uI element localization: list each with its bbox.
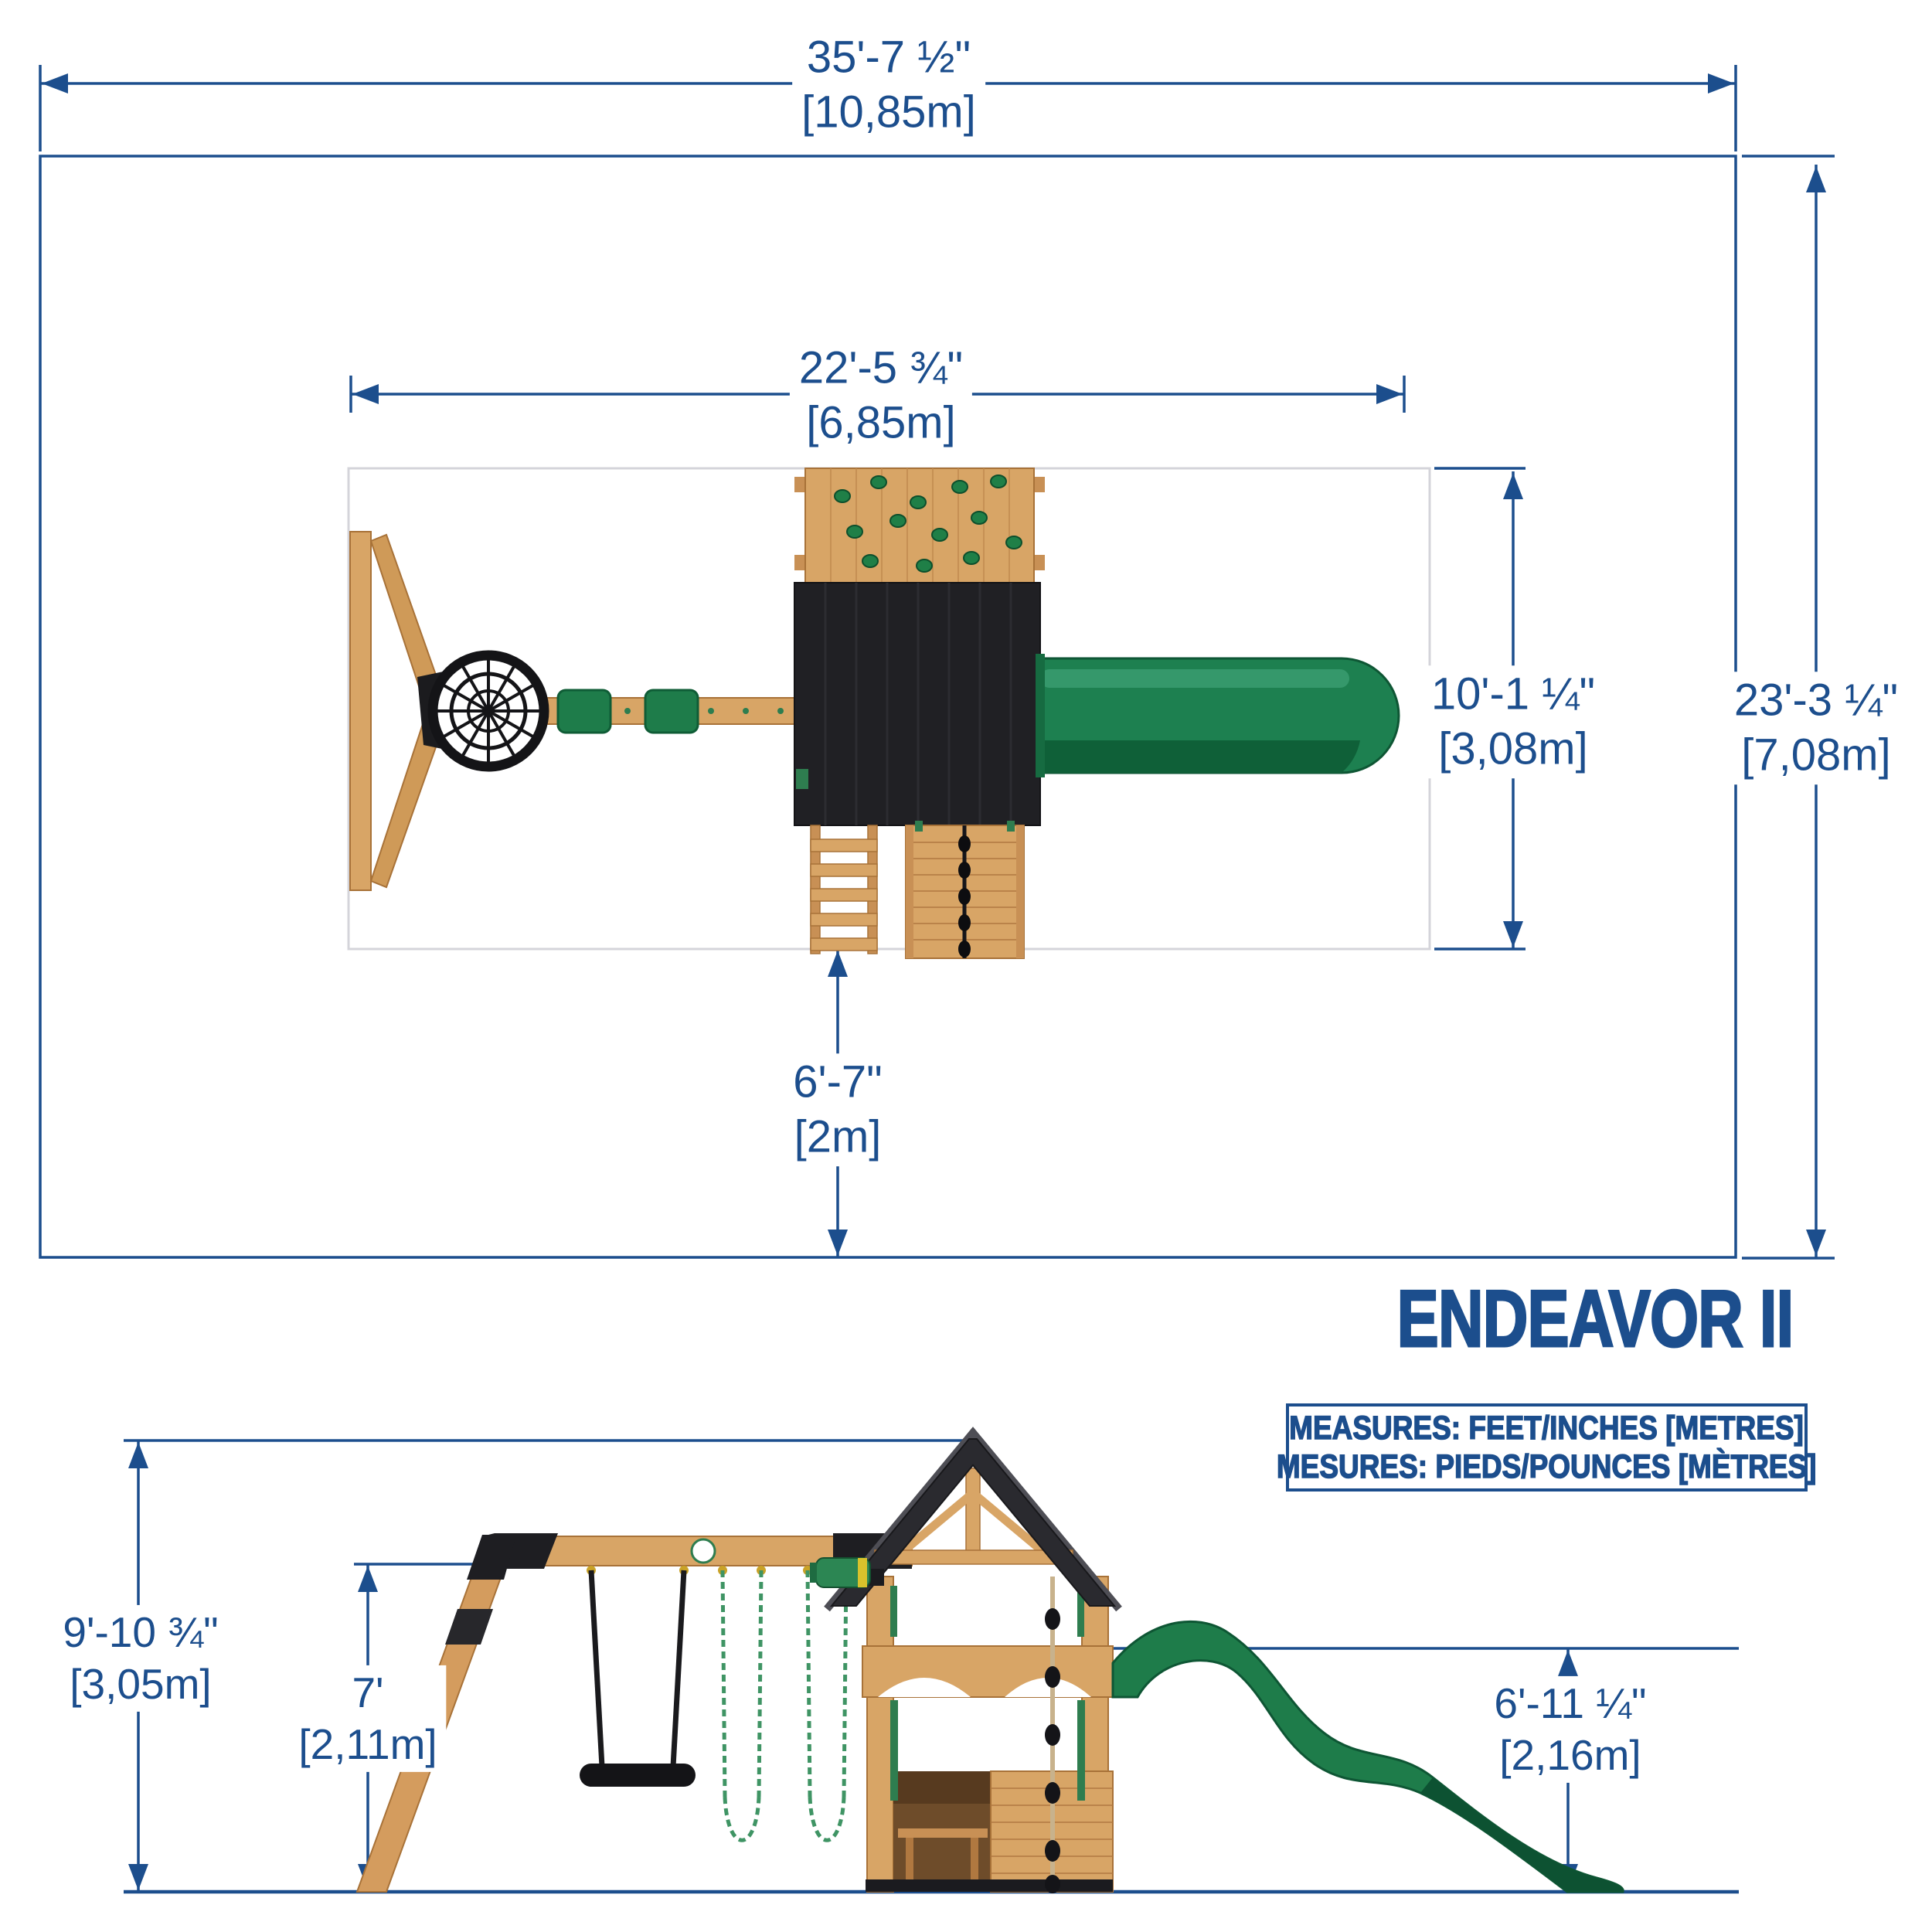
dim-overall-height-imperial: 9'-10 ¾" bbox=[63, 1607, 219, 1656]
arrow-right-icon bbox=[1708, 73, 1734, 94]
dim-deck-height-metric: [2,16m] bbox=[1499, 1731, 1641, 1779]
wall-tab bbox=[794, 477, 805, 492]
green-rail bbox=[890, 1586, 897, 1637]
dim-set-width: 22'-5 ¾" [6,85m] bbox=[789, 339, 973, 452]
brand-badge bbox=[690, 1538, 716, 1564]
bench-leg bbox=[906, 1838, 913, 1886]
dim-clearance: 6'-7" [2m] bbox=[784, 1053, 892, 1166]
leg-band bbox=[445, 1609, 493, 1645]
arrow-right-icon bbox=[1376, 384, 1403, 404]
measures-line-en: MEASURES: FEET/INCHES [METRES] bbox=[1289, 1409, 1804, 1447]
arrow-down-icon bbox=[1503, 921, 1523, 947]
dim-deck-height-imperial: 6'-11 ¼" bbox=[1494, 1679, 1647, 1727]
arrow-left-icon bbox=[352, 384, 379, 404]
rope-knots-plan bbox=[958, 835, 971, 957]
dim-deck-height: 6'-11 ¼" [2,16m] bbox=[1485, 1675, 1656, 1784]
dim-beam-height-metric: [2,11m] bbox=[298, 1720, 437, 1768]
bench-leg bbox=[971, 1838, 978, 1886]
arrow-up-icon bbox=[1806, 166, 1826, 192]
side-view bbox=[124, 1427, 1739, 1894]
roof-ridges bbox=[824, 583, 1012, 825]
bench bbox=[898, 1828, 988, 1838]
arrow-down-icon bbox=[828, 1230, 848, 1256]
arrow-up-icon bbox=[1558, 1650, 1578, 1676]
dim-overall-height-metric: [3,05m] bbox=[70, 1660, 212, 1708]
dim-clearance-imperial: 6'-7" bbox=[793, 1056, 883, 1107]
tube-slide-plan bbox=[1036, 654, 1400, 777]
dim-overall-depth-metric: [7,08m] bbox=[1741, 730, 1891, 780]
dim-overall-width: 35'-7 ½" [10,85m] bbox=[792, 29, 985, 141]
green-rail bbox=[1077, 1586, 1084, 1637]
swing-seat-plan bbox=[644, 689, 699, 734]
measures-line-fr: MESURES: PIEDS/POUNCES [MÈTRES] bbox=[1277, 1447, 1818, 1486]
chain-swings bbox=[720, 1570, 849, 1842]
green-rail bbox=[890, 1700, 898, 1801]
dim-set-width-imperial: 22'-5 ¾" bbox=[798, 342, 964, 393]
base-strip bbox=[866, 1879, 1113, 1892]
climbing-rope bbox=[1045, 1577, 1060, 1893]
playset-top-view bbox=[349, 468, 1400, 959]
ramp-plan bbox=[905, 821, 1025, 959]
dim-overall-width-metric: [10,85m] bbox=[801, 87, 976, 137]
ladder-plan bbox=[810, 825, 878, 954]
belt-swing bbox=[580, 1570, 696, 1787]
dim-overall-depth: 23'-3 ¼" [7,08m] bbox=[1724, 672, 1908, 784]
arrow-left-icon bbox=[42, 73, 68, 94]
arrow-up-icon bbox=[358, 1566, 378, 1592]
telescope-plan bbox=[796, 769, 808, 789]
wall-tab bbox=[1034, 555, 1045, 570]
wave-slide bbox=[1111, 1620, 1624, 1893]
rock-holds bbox=[834, 474, 1022, 573]
deck-band bbox=[862, 1645, 1114, 1698]
arrow-up-icon bbox=[128, 1442, 148, 1468]
web-swing bbox=[427, 650, 549, 772]
aframe-rail bbox=[349, 531, 372, 891]
dim-set-depth-metric: [3,08m] bbox=[1438, 723, 1588, 774]
dim-set-depth-imperial: 10'-1 ¼" bbox=[1430, 668, 1596, 719]
arrow-down-icon bbox=[1806, 1230, 1826, 1256]
dim-overall-width-imperial: 35'-7 ½" bbox=[806, 32, 971, 83]
telescope bbox=[810, 1557, 884, 1588]
swing-seat-plan bbox=[556, 689, 612, 734]
tower-interior-shade bbox=[893, 1771, 991, 1804]
dim-overall-depth-imperial: 23'-3 ¼" bbox=[1733, 675, 1899, 726]
dim-overall-height: 9'-10 ¾" [3,05m] bbox=[53, 1604, 228, 1713]
arrow-up-icon bbox=[828, 951, 848, 977]
dim-beam-height-imperial: 7' bbox=[352, 1668, 384, 1716]
arrow-down-icon bbox=[128, 1864, 148, 1890]
measures-legend: MEASURES: FEET/INCHES [METRES] MESURES: … bbox=[1277, 1403, 1817, 1492]
tower-post-left bbox=[866, 1576, 894, 1893]
green-rail bbox=[1077, 1700, 1085, 1801]
wall-tab bbox=[1034, 477, 1045, 492]
leg-top-bracket bbox=[467, 1535, 516, 1580]
dim-beam-height: 7' [2,11m] bbox=[289, 1665, 447, 1773]
dim-set-depth: 10'-1 ¼" [3,08m] bbox=[1421, 665, 1605, 778]
dim-set-width-metric: [6,85m] bbox=[806, 397, 956, 447]
product-title: ENDEAVOR II bbox=[1396, 1274, 1794, 1366]
arrow-up-icon bbox=[1503, 473, 1523, 499]
playset-side-view bbox=[355, 1427, 1624, 1893]
dim-clearance-metric: [2m] bbox=[794, 1111, 882, 1162]
wall-tab bbox=[794, 555, 805, 570]
top-view bbox=[39, 65, 1835, 1260]
